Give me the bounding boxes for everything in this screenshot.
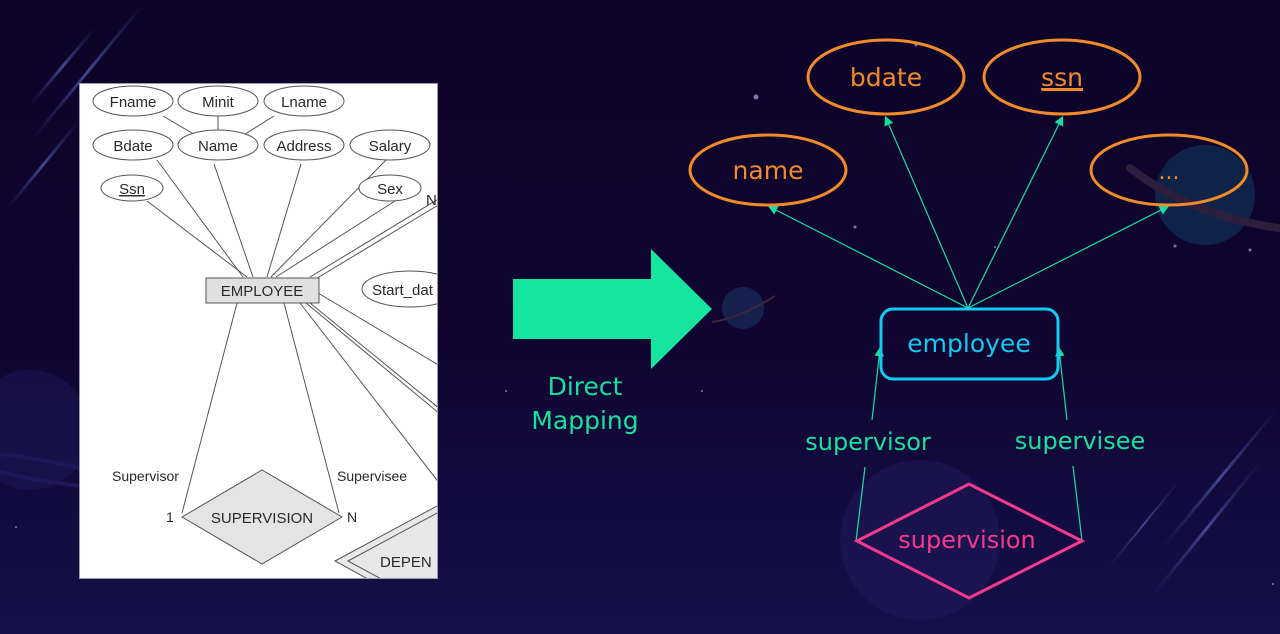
svg-text:Salary: Salary	[369, 138, 412, 155]
target-attribute-more: ...	[1089, 133, 1249, 207]
source-attribute-name: Name	[177, 129, 259, 161]
source-attribute-ssn: Ssn	[100, 174, 164, 202]
svg-text:employee: employee	[907, 329, 1030, 358]
svg-text:SUPERVISION: SUPERVISION	[211, 510, 313, 527]
svg-text:Fname: Fname	[110, 94, 157, 111]
shooting-star-streaks-right	[1107, 406, 1280, 598]
target-attribute-bdate: bdate	[806, 38, 966, 116]
source-role-supervisee: Supervisee	[337, 468, 407, 484]
edge-supervision-supervisor	[855, 466, 866, 542]
svg-text:bdate: bdate	[850, 63, 922, 92]
svg-text:name: name	[733, 156, 804, 185]
target-role-supervisor: supervisor	[805, 428, 931, 456]
source-cardinality-top-right: N	[426, 192, 437, 209]
planet-right	[1126, 145, 1280, 245]
svg-text:EMPLOYEE: EMPLOYEE	[221, 283, 304, 300]
svg-text:Minit: Minit	[202, 94, 235, 111]
edge-employee-more	[967, 205, 1170, 309]
caption-line-2: Mapping	[531, 406, 639, 435]
target-edges	[767, 115, 1170, 542]
svg-text:Sex: Sex	[377, 181, 403, 198]
source-attribute-salary: Salary	[349, 129, 431, 161]
caption-line-1: Direct	[547, 372, 623, 401]
direct-mapping-caption: Direct Mapping	[510, 370, 660, 438]
shooting-star-streaks-left	[4, 0, 147, 212]
svg-text:Ssn: Ssn	[119, 181, 145, 198]
target-relationship-supervision: supervision	[853, 482, 1086, 600]
svg-text:supervision: supervision	[898, 526, 1036, 554]
edge-employee-ssn	[967, 115, 1064, 309]
target-role-supervisee: supervisee	[1015, 427, 1146, 455]
edge-employee-bdate	[884, 115, 969, 309]
svg-text:Address: Address	[276, 138, 331, 155]
source-cardinality-right: N	[347, 509, 357, 525]
source-relationship-dependents: DEPEN	[333, 505, 437, 578]
source-attribute-bdate: Bdate	[92, 129, 174, 161]
source-relationship-supervision: SUPERVISION	[181, 469, 343, 565]
source-er-svg: Fname Minit Lname Bdate Name Address Sal…	[92, 85, 437, 578]
source-er-diagram: Fname Minit Lname Bdate Name Address Sal…	[79, 83, 438, 579]
svg-text:Name: Name	[198, 138, 238, 155]
planet-bottom	[840, 460, 1000, 620]
source-attribute-fname: Fname	[92, 85, 174, 117]
planet-small	[711, 287, 776, 329]
source-attribute-start-date: Start_dat	[361, 270, 437, 308]
edge-supervisor-employee	[871, 346, 884, 421]
target-entity-employee: employee	[879, 307, 1060, 381]
source-attribute-lname: Lname	[263, 85, 345, 117]
edge-supervision-supervisee	[1072, 465, 1083, 542]
edge-employee-name	[767, 205, 969, 309]
source-attribute-address: Address	[263, 129, 345, 161]
source-attribute-minit: Minit	[177, 85, 259, 117]
svg-text:DEPEN: DEPEN	[380, 554, 432, 571]
svg-text:ssn: ssn	[1041, 63, 1083, 92]
source-cardinality-left: 1	[166, 509, 174, 525]
source-role-supervisor: Supervisor	[112, 468, 179, 484]
source-entity-employee: EMPLOYEE	[205, 277, 320, 304]
target-attribute-ssn: ssn	[982, 38, 1142, 116]
svg-text:Start_dat: Start_dat	[372, 282, 434, 299]
source-attribute-sex: Sex	[358, 174, 422, 202]
target-attribute-name: name	[688, 133, 848, 207]
svg-text:Bdate: Bdate	[113, 138, 152, 155]
svg-text:Lname: Lname	[281, 94, 327, 111]
svg-text:...: ...	[1159, 160, 1180, 185]
edge-supervisee-employee	[1055, 346, 1068, 421]
